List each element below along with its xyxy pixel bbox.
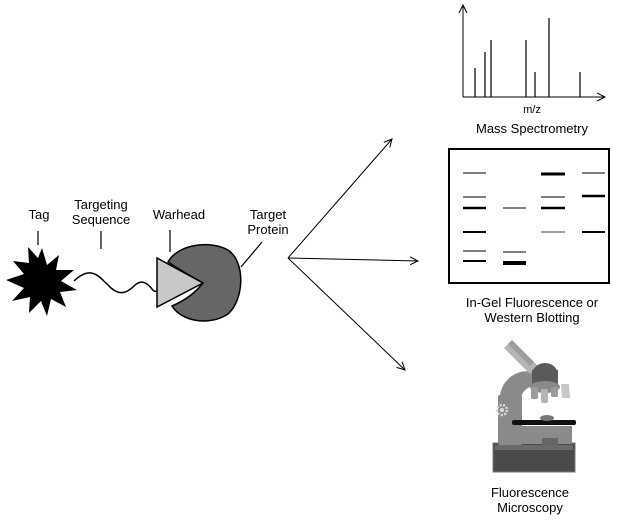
arrow-to-microscopy (287, 257, 405, 370)
mass-spectrometry-label: Mass Spectrometry (476, 121, 588, 136)
microscopy-label: Fluorescence Microscopy (490, 485, 570, 515)
warhead-label: Warhead (152, 207, 206, 222)
target-protein-pointer (240, 241, 263, 268)
gel-bands (463, 172, 605, 265)
gel-frame (448, 148, 610, 284)
ms-peaks (474, 18, 581, 97)
microscope-icon (492, 340, 576, 473)
arrow-to-mass-spec (287, 139, 392, 259)
mz-axis-label: m/z (523, 104, 541, 116)
warhead-triangle (156, 256, 205, 309)
target-protein-label: Target Protein (247, 207, 289, 237)
starburst-tag-icon (6, 247, 77, 316)
in-gel-label: In-Gel Fluorescence or Western Blotting (465, 295, 599, 325)
targeting-sequence-label: Targeting Sequence (71, 197, 131, 227)
tag-label: Tag (28, 207, 50, 222)
arrow-to-gel (287, 258, 418, 261)
targeting-sequence-linker (73, 272, 161, 294)
